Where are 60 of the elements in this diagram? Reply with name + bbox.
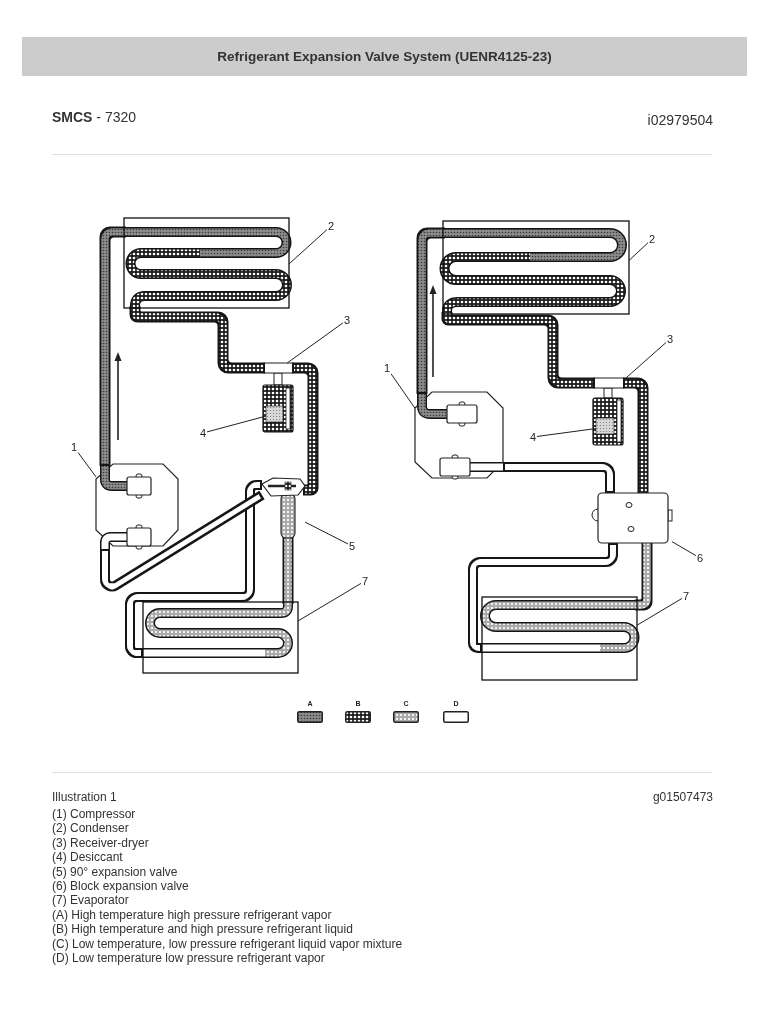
leader-line	[624, 342, 667, 380]
condenser	[123, 217, 292, 311]
key-entry: (6) Block expansion valve	[52, 879, 189, 893]
leader-line	[671, 541, 697, 557]
compressor	[414, 391, 504, 480]
callout-number: 7	[682, 590, 690, 602]
callout-number: 3	[343, 314, 351, 326]
smcs-code: SMCS - 7320	[52, 109, 137, 125]
graphic-id: g01507473	[652, 790, 713, 804]
desiccant	[595, 417, 615, 435]
callout-number: 7	[361, 575, 369, 587]
refrigerant-pipe	[637, 543, 651, 609]
refrigerant-pipe	[125, 480, 262, 658]
refrigerant-pipe	[625, 379, 647, 493]
key-entry: (5) 90° expansion valve	[52, 864, 178, 879]
leader-line	[636, 597, 683, 626]
leader-line	[536, 428, 597, 437]
callout-number: 6	[696, 552, 704, 564]
callout-number: 4	[529, 431, 537, 443]
receiver-dryer	[592, 377, 626, 446]
key-entry: (D) Low temperature low pressure refrigerant vapor	[52, 951, 325, 965]
refrigerant-pipe	[284, 538, 292, 602]
refrigerant-pipe	[468, 543, 618, 653]
key-entry: (4) Desiccant	[52, 850, 123, 865]
leader-line	[297, 582, 362, 622]
expansion-valve	[261, 477, 306, 539]
leader-line	[628, 242, 649, 261]
leader-line	[304, 521, 349, 545]
document-id: i02979504	[647, 112, 713, 128]
callout-number: 4	[199, 427, 207, 439]
leader-line	[390, 373, 416, 409]
refrigerant-pipe	[418, 229, 443, 392]
key-entry: (2) Condenser	[52, 821, 129, 836]
leader-line	[288, 229, 328, 265]
condenser	[439, 220, 630, 316]
key-entry: (B) High temperature and high pressure refrigerant liquid	[52, 922, 353, 937]
leader-line	[286, 322, 344, 364]
callout-number: 2	[648, 233, 656, 245]
key-entry: (7) Evaporator	[52, 893, 129, 908]
block-expansion-valve	[591, 492, 673, 544]
figure-caption: Illustration 1	[52, 790, 117, 804]
key-entry: (A) High temperature high pressure refrigerant vapor	[52, 907, 332, 922]
evaporator	[480, 596, 640, 681]
callout-number: 3	[666, 333, 674, 345]
refrigerant-pipe	[100, 490, 265, 592]
key-entry: (C) Low temperature, low pressure refrigerant liquid vapor mixture	[52, 936, 403, 951]
refrigerant-pipe	[503, 462, 615, 493]
callout-number: 2	[327, 220, 335, 232]
callout-number: 5	[348, 540, 356, 552]
evaporator	[142, 601, 299, 674]
leader-line	[77, 452, 97, 478]
key-entry: (3) Receiver-dryer	[52, 835, 149, 850]
leader-line	[206, 415, 267, 433]
callout-number: 1	[383, 362, 391, 374]
receiver-dryer	[262, 362, 295, 433]
key-entry: (1) Compressor	[52, 807, 136, 821]
callout-number: 1	[70, 441, 78, 453]
desiccant	[265, 405, 284, 423]
compressor	[95, 463, 179, 550]
page-title: Refrigerant Expansion Valve System (UENR4125-23)	[217, 49, 552, 64]
